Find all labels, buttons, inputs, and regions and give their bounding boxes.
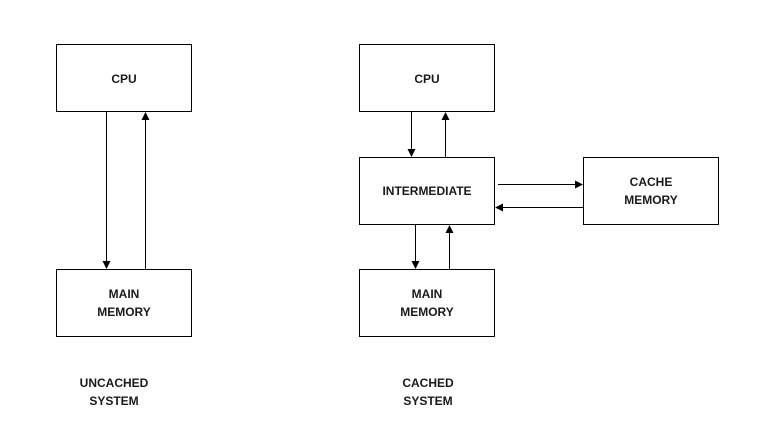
cached-main-memory-node[interactable]: MAIN MEMORY bbox=[359, 269, 495, 337]
arrowhead-left-icon bbox=[495, 203, 503, 212]
edge-intermediate-to-memory bbox=[411, 225, 420, 269]
edge-cpu-to-intermediate bbox=[407, 112, 416, 157]
arrowhead-down-icon bbox=[411, 261, 420, 269]
arrowhead-up-icon bbox=[441, 112, 450, 120]
uncached-cpu-box bbox=[56, 44, 192, 112]
uncached-caption-line1: UNCACHED bbox=[80, 376, 149, 390]
cache-memory-label-line2: MEMORY bbox=[624, 193, 678, 207]
intermediate-label: INTERMEDIATE bbox=[382, 184, 471, 198]
arrowhead-up-icon bbox=[445, 225, 454, 233]
cache-memory-node[interactable]: CACHE MEMORY bbox=[583, 157, 719, 225]
intermediate-box bbox=[359, 157, 495, 225]
cache-memory-label-line1: CACHE bbox=[630, 175, 673, 189]
edge-memory-to-intermediate bbox=[445, 225, 454, 269]
cached-caption-line2: SYSTEM bbox=[403, 394, 452, 408]
uncached-caption-line2: SYSTEM bbox=[89, 394, 138, 408]
edge-uncached-cpu-to-memory bbox=[102, 112, 111, 269]
edge-uncached-memory-to-cpu bbox=[141, 112, 150, 269]
arrowhead-right-icon bbox=[575, 180, 583, 189]
uncached-cpu-label: CPU bbox=[111, 72, 136, 86]
uncached-main-memory-node[interactable]: MAIN MEMORY bbox=[56, 269, 192, 337]
cache-memory-box bbox=[583, 157, 719, 225]
arrowhead-up-icon bbox=[141, 112, 150, 120]
edge-intermediate-to-cpu bbox=[441, 112, 450, 157]
cached-main-memory-label-line1: MAIN bbox=[412, 287, 443, 301]
cached-cpu-label: CPU bbox=[414, 72, 439, 86]
uncached-main-memory-box bbox=[56, 269, 192, 337]
edge-cache-to-intermediate bbox=[495, 203, 583, 212]
cached-caption-line1: CACHED bbox=[402, 376, 454, 390]
uncached-main-memory-label-line1: MAIN bbox=[109, 287, 140, 301]
edge-intermediate-to-cache bbox=[498, 180, 583, 189]
uncached-cpu-node[interactable]: CPU bbox=[56, 44, 192, 112]
arrowhead-down-icon bbox=[407, 149, 416, 157]
cached-main-memory-box bbox=[359, 269, 495, 337]
cached-cpu-box bbox=[359, 44, 495, 112]
intermediate-node[interactable]: INTERMEDIATE bbox=[359, 157, 495, 225]
cached-main-memory-label-line2: MEMORY bbox=[400, 305, 454, 319]
arrowhead-down-icon bbox=[102, 261, 111, 269]
cached-cpu-node[interactable]: CPU bbox=[359, 44, 495, 112]
uncached-main-memory-label-line2: MEMORY bbox=[97, 305, 151, 319]
